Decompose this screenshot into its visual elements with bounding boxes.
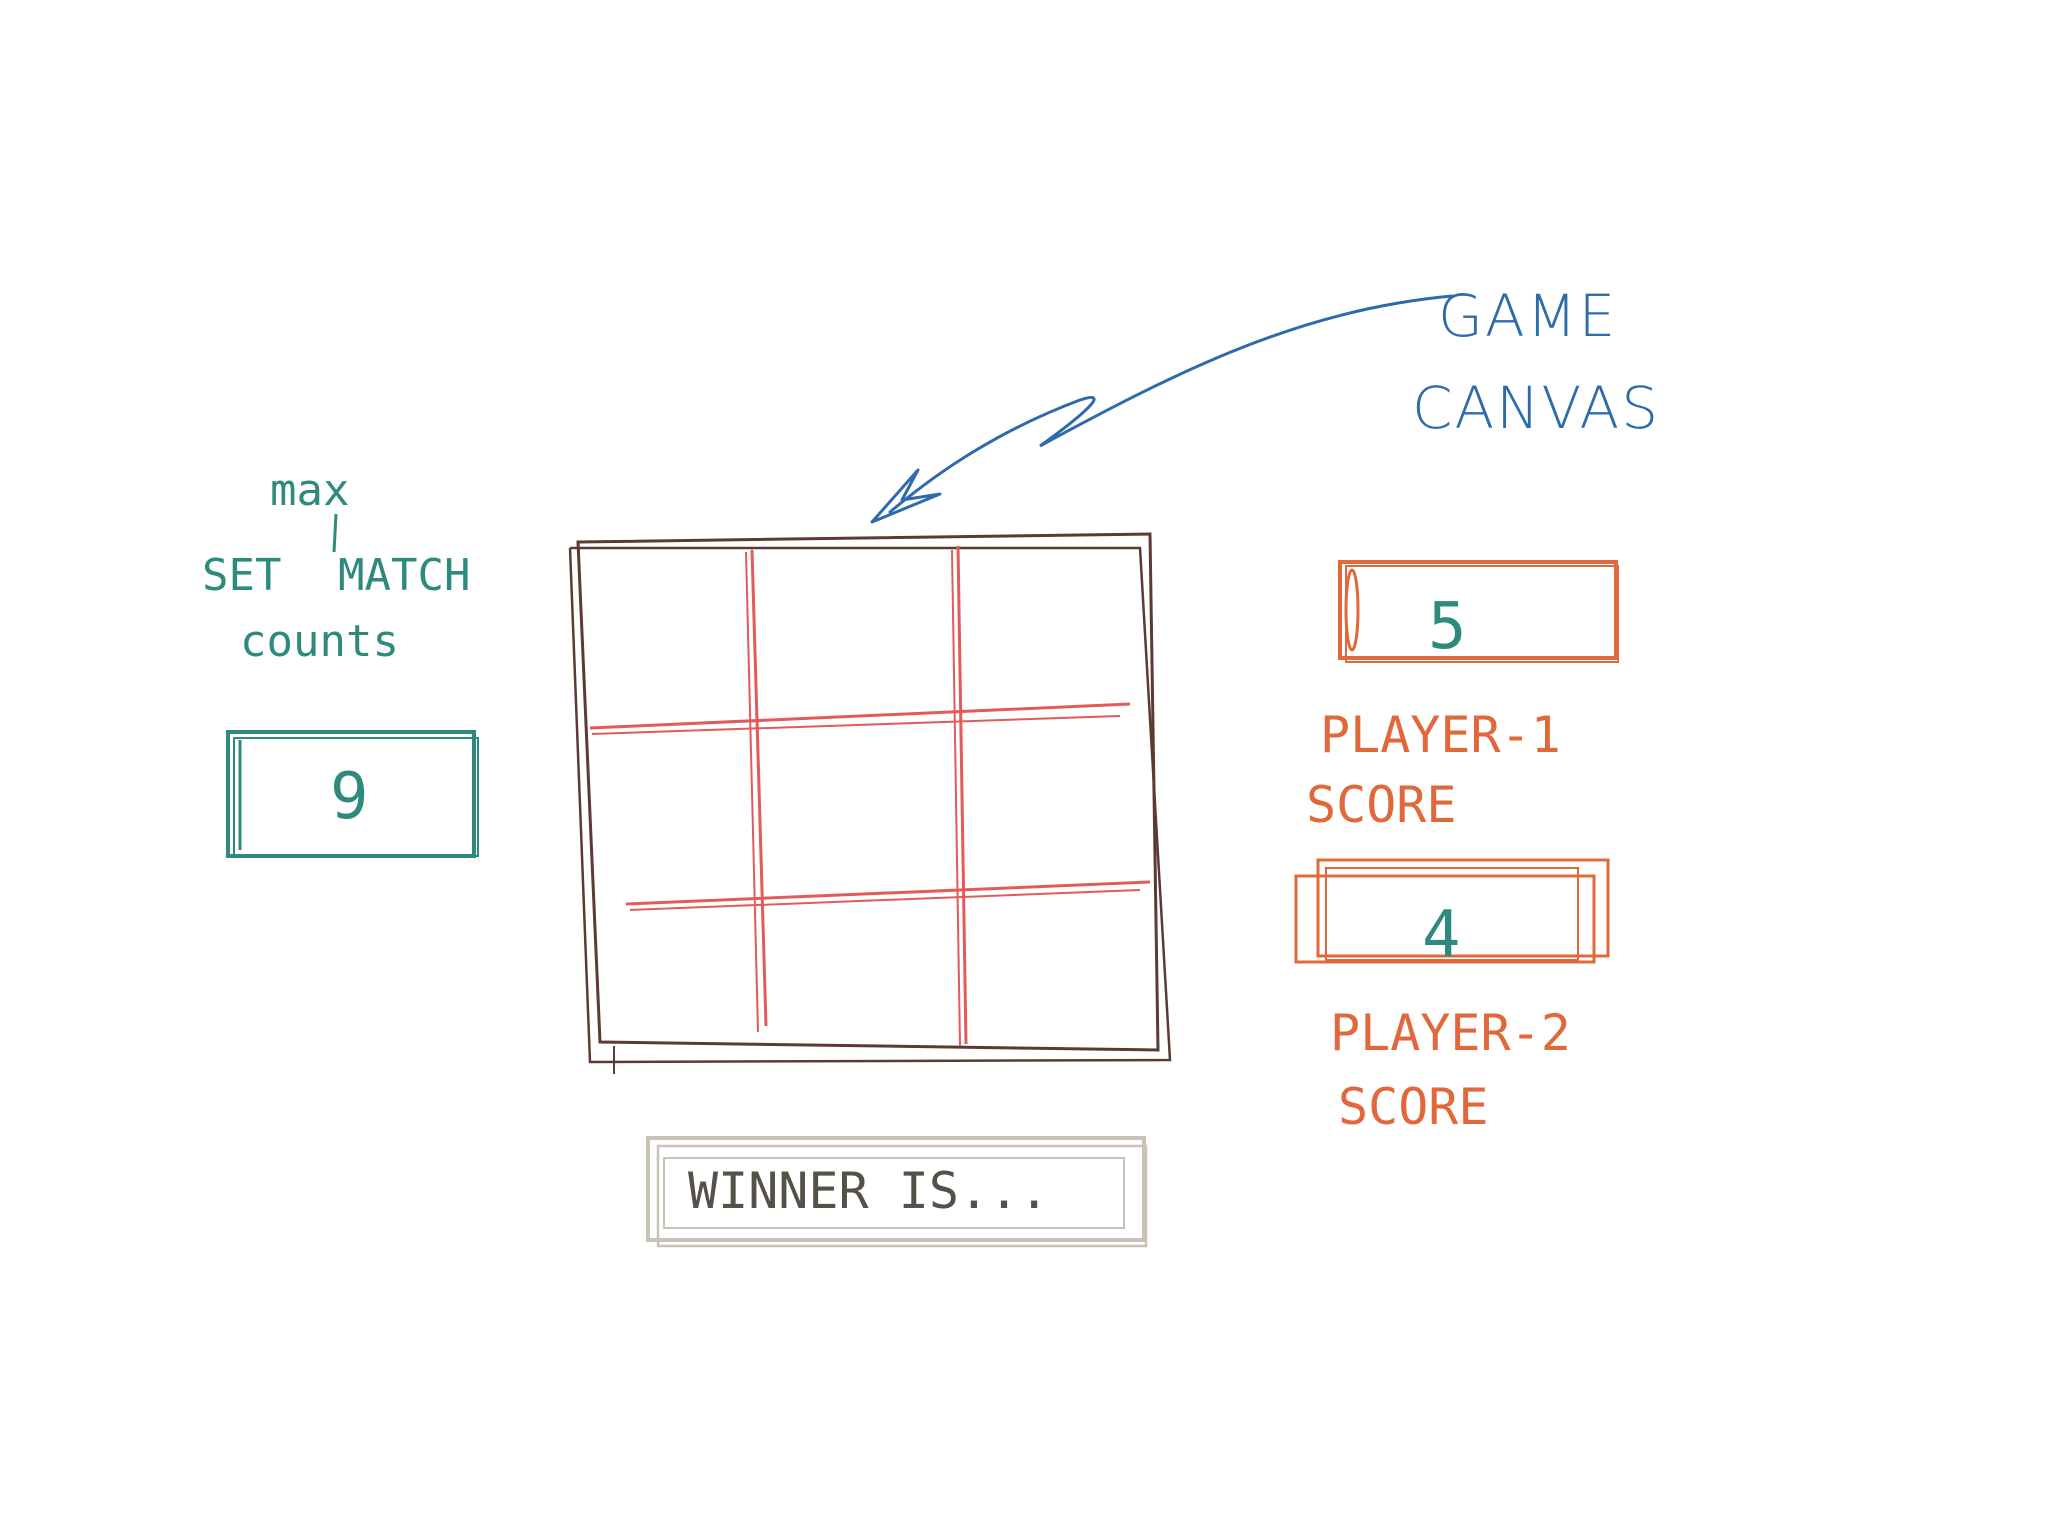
grid-line-vertical-2b (951, 549, 961, 1047)
game-canvas-frame (576, 532, 1160, 1052)
player1-score-box-sketch (1345, 565, 1619, 663)
player2-score-box[interactable] (1294, 874, 1596, 964)
player1-score-box-edge (1344, 568, 1360, 652)
match-label: MATCH (338, 550, 470, 601)
player1-label-line2: SCORE (1306, 776, 1457, 834)
arrowhead-icon (870, 468, 942, 524)
arrow-icon (888, 294, 1454, 514)
game-canvas-frame-sketch (568, 546, 1172, 1064)
counts-label: counts (240, 616, 399, 667)
grid-line-horizontal-2 (625, 880, 1151, 906)
player2-score-box-sketch (1316, 858, 1610, 958)
annotation-line-2: CANVAS (1412, 374, 1660, 442)
winner-box[interactable] (646, 1136, 1146, 1242)
max-label: max (270, 465, 349, 516)
player2-score-panel: 4 PLAYER-2 SCORE (1294, 858, 1610, 1136)
winner-text: WINNER IS... (688, 1162, 1049, 1220)
winner-panel: WINNER IS... (646, 1136, 1148, 1248)
grid-line-horizontal-1 (589, 702, 1131, 730)
winner-box-inner (663, 1157, 1125, 1229)
set-count-box-sketch (233, 737, 479, 857)
player1-label-line1: PLAYER-1 (1320, 706, 1561, 764)
annotation-line-1: GAME (1438, 282, 1617, 350)
player2-score-value: 4 (1422, 898, 1461, 972)
set-label: SET (202, 550, 281, 601)
grid-line-horizontal-2b (629, 889, 1141, 911)
player2-score-box-inner (1325, 867, 1579, 961)
player1-score-panel: 5 PLAYER-1 SCORE (1306, 560, 1619, 834)
slash-divider (332, 513, 338, 553)
grid-line-vertical-1 (750, 549, 768, 1027)
set-count-value: 9 (330, 760, 369, 834)
player1-score-box[interactable] (1338, 560, 1618, 660)
grid-line-horizontal-1b (591, 715, 1121, 735)
player2-label-line1: PLAYER-2 (1330, 1004, 1571, 1062)
game-canvas[interactable] (568, 532, 1172, 1074)
game-canvas-annotation: GAME CANVAS (870, 282, 1660, 524)
player2-label-line2: SCORE (1338, 1078, 1489, 1136)
max-set-match-panel: max SET MATCH counts 9 (202, 465, 479, 858)
grid-line-vertical-1b (745, 551, 759, 1033)
player1-score-value: 5 (1428, 590, 1467, 664)
winner-box-sketch (656, 1144, 1148, 1248)
grid-line-vertical-2 (956, 545, 968, 1045)
